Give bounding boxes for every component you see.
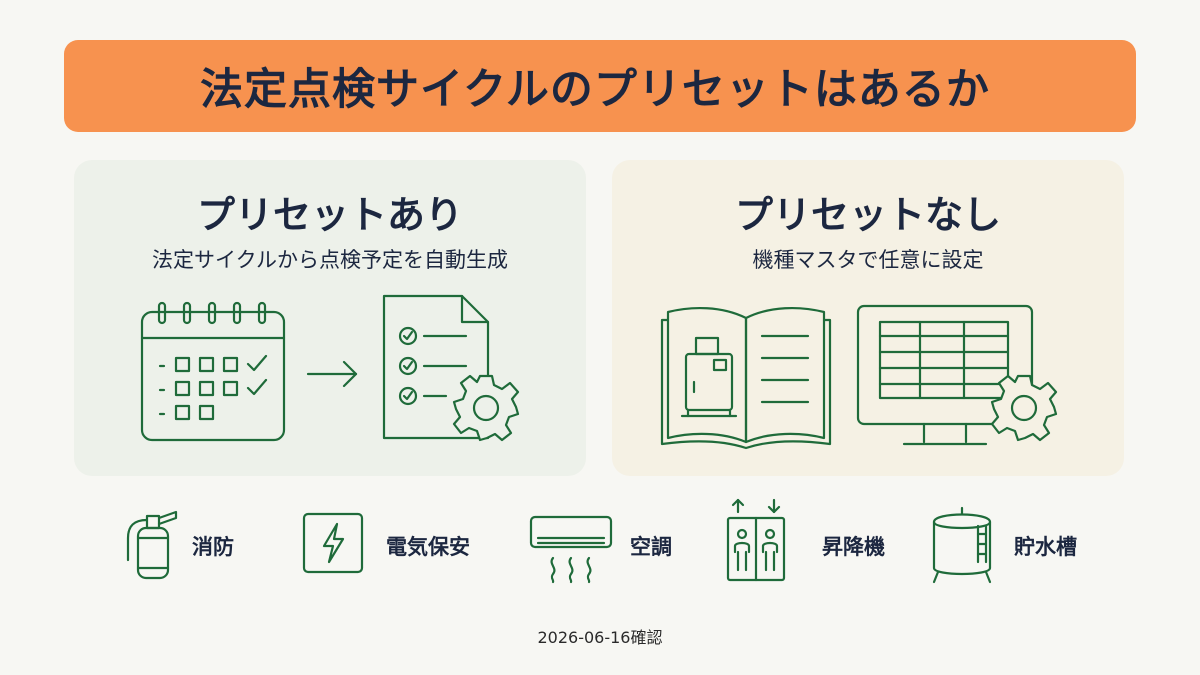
preset-yes-panel: プリセットあり 法定サイクルから点検予定を自動生成 bbox=[74, 160, 586, 476]
preset-no-panel: プリセットなし 機種マスタで任意に設定 bbox=[612, 160, 1124, 476]
elevator-icon bbox=[726, 498, 786, 582]
lightning-icon bbox=[302, 512, 364, 574]
category-label-hvac: 空調 bbox=[630, 535, 672, 559]
preset-no-subheading: 機種マスタで任意に設定 bbox=[752, 248, 984, 272]
category-label-electric: 電気保安 bbox=[386, 535, 470, 559]
title-banner: 法定点検サイクルのプリセットはあるか bbox=[64, 40, 1136, 132]
footer-date: 2026-06-16確認 bbox=[537, 628, 663, 647]
fire-extinguisher-icon bbox=[126, 510, 178, 580]
preset-yes-subheading: 法定サイクルから点検予定を自動生成 bbox=[152, 248, 508, 272]
air-conditioner-icon bbox=[529, 515, 613, 584]
open-manual-icon bbox=[660, 306, 832, 450]
category-label-fire: 消防 bbox=[192, 535, 234, 559]
monitor-spreadsheet-icon bbox=[856, 304, 1034, 446]
preset-no-heading: プリセットなし bbox=[734, 193, 1001, 237]
arrow-right-icon bbox=[306, 360, 358, 388]
gear-icon bbox=[990, 374, 1058, 442]
preset-no-illustration bbox=[660, 304, 1058, 450]
category-label-elevator: 昇降機 bbox=[822, 535, 885, 559]
gear-icon bbox=[452, 374, 520, 442]
category-label-water-tank: 貯水槽 bbox=[1014, 535, 1077, 559]
preset-yes-heading: プリセットあり bbox=[196, 193, 463, 237]
page-title: 法定点検サイクルのプリセットはあるか bbox=[200, 65, 990, 115]
water-tank-icon bbox=[932, 506, 992, 584]
calendar-icon bbox=[140, 301, 286, 442]
preset-yes-illustration bbox=[140, 294, 520, 442]
